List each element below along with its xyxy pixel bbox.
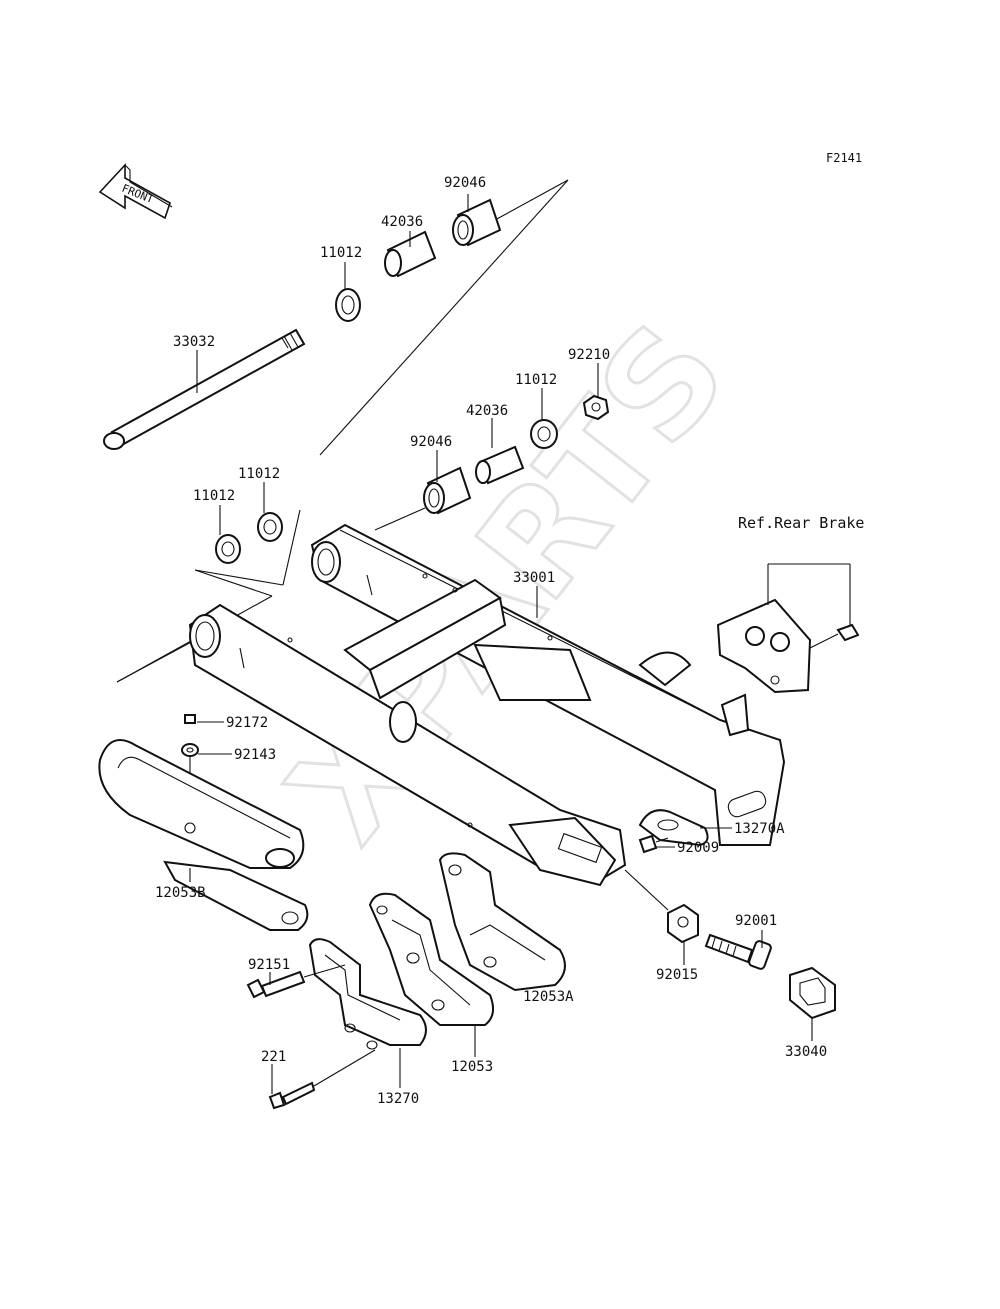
- label-12053: 12053: [451, 1059, 493, 1075]
- label-42036-top: 42036: [381, 214, 423, 230]
- label-92001: 92001: [735, 913, 777, 929]
- washer-92143: [181, 743, 199, 757]
- bolt-92172: [184, 714, 196, 724]
- chain-slider-12053B: [98, 739, 309, 931]
- bolt-92001: [704, 933, 772, 970]
- label-33032: 33032: [173, 334, 215, 350]
- label-11012-left-lower: 11012: [193, 488, 235, 504]
- label-13270: 13270: [377, 1091, 419, 1107]
- bearing-92046-mid: [423, 466, 472, 515]
- collar-42036-mid: [475, 445, 525, 485]
- label-92046-mid: 92046: [410, 434, 452, 450]
- pivot-shaft-33032: [103, 328, 306, 450]
- label-13270A: 13270A: [734, 821, 785, 837]
- rear-brake-bracket: [716, 563, 860, 694]
- seal-11012-left-upper: [257, 512, 283, 542]
- seal-11012-left-lower: [215, 534, 241, 564]
- label-92172: 92172: [226, 715, 268, 731]
- guard-plate-13270: [308, 938, 427, 1050]
- label-33001: 33001: [513, 570, 555, 586]
- seal-11012-top: [335, 288, 361, 322]
- figure-id: F2141: [826, 151, 862, 165]
- label-221: 221: [261, 1049, 286, 1065]
- block-33040: [789, 966, 836, 1020]
- label-12053B: 12053B: [155, 885, 206, 901]
- screw-221: [268, 1049, 376, 1110]
- ref-rear-brake-label: Ref.Rear Brake: [738, 514, 864, 532]
- bolt-92151: [246, 964, 346, 999]
- label-92151: 92151: [248, 957, 290, 973]
- axle-guide-line: [624, 869, 669, 911]
- screw-92009: [638, 834, 669, 854]
- nut-92015: [667, 903, 699, 944]
- chain-guide-12053A: [438, 852, 566, 992]
- label-11012-left-upper: 11012: [238, 466, 280, 482]
- nut-92210: [582, 394, 610, 421]
- leader-lines: [189, 194, 813, 1094]
- seal-11012-mid: [530, 419, 558, 449]
- label-33040: 33040: [785, 1044, 827, 1060]
- swingarm-33001: [188, 523, 786, 887]
- label-92015: 92015: [656, 967, 698, 983]
- collar-42036-top: [384, 230, 437, 278]
- label-12053A: 12053A: [523, 989, 574, 1005]
- label-42036-mid: 42036: [466, 403, 508, 419]
- label-92210: 92210: [568, 347, 610, 363]
- chain-guide-12053: [368, 892, 495, 1026]
- bearing-92046-top: [452, 198, 502, 247]
- label-92009: 92009: [677, 840, 719, 856]
- label-11012-mid: 11012: [515, 372, 557, 388]
- label-11012-top: 11012: [320, 245, 362, 261]
- front-arrow-icon: FRONT: [98, 162, 173, 220]
- adjuster-plate-13270A: [638, 809, 709, 847]
- label-92143: 92143: [234, 747, 276, 763]
- label-92046-top: 92046: [444, 175, 486, 191]
